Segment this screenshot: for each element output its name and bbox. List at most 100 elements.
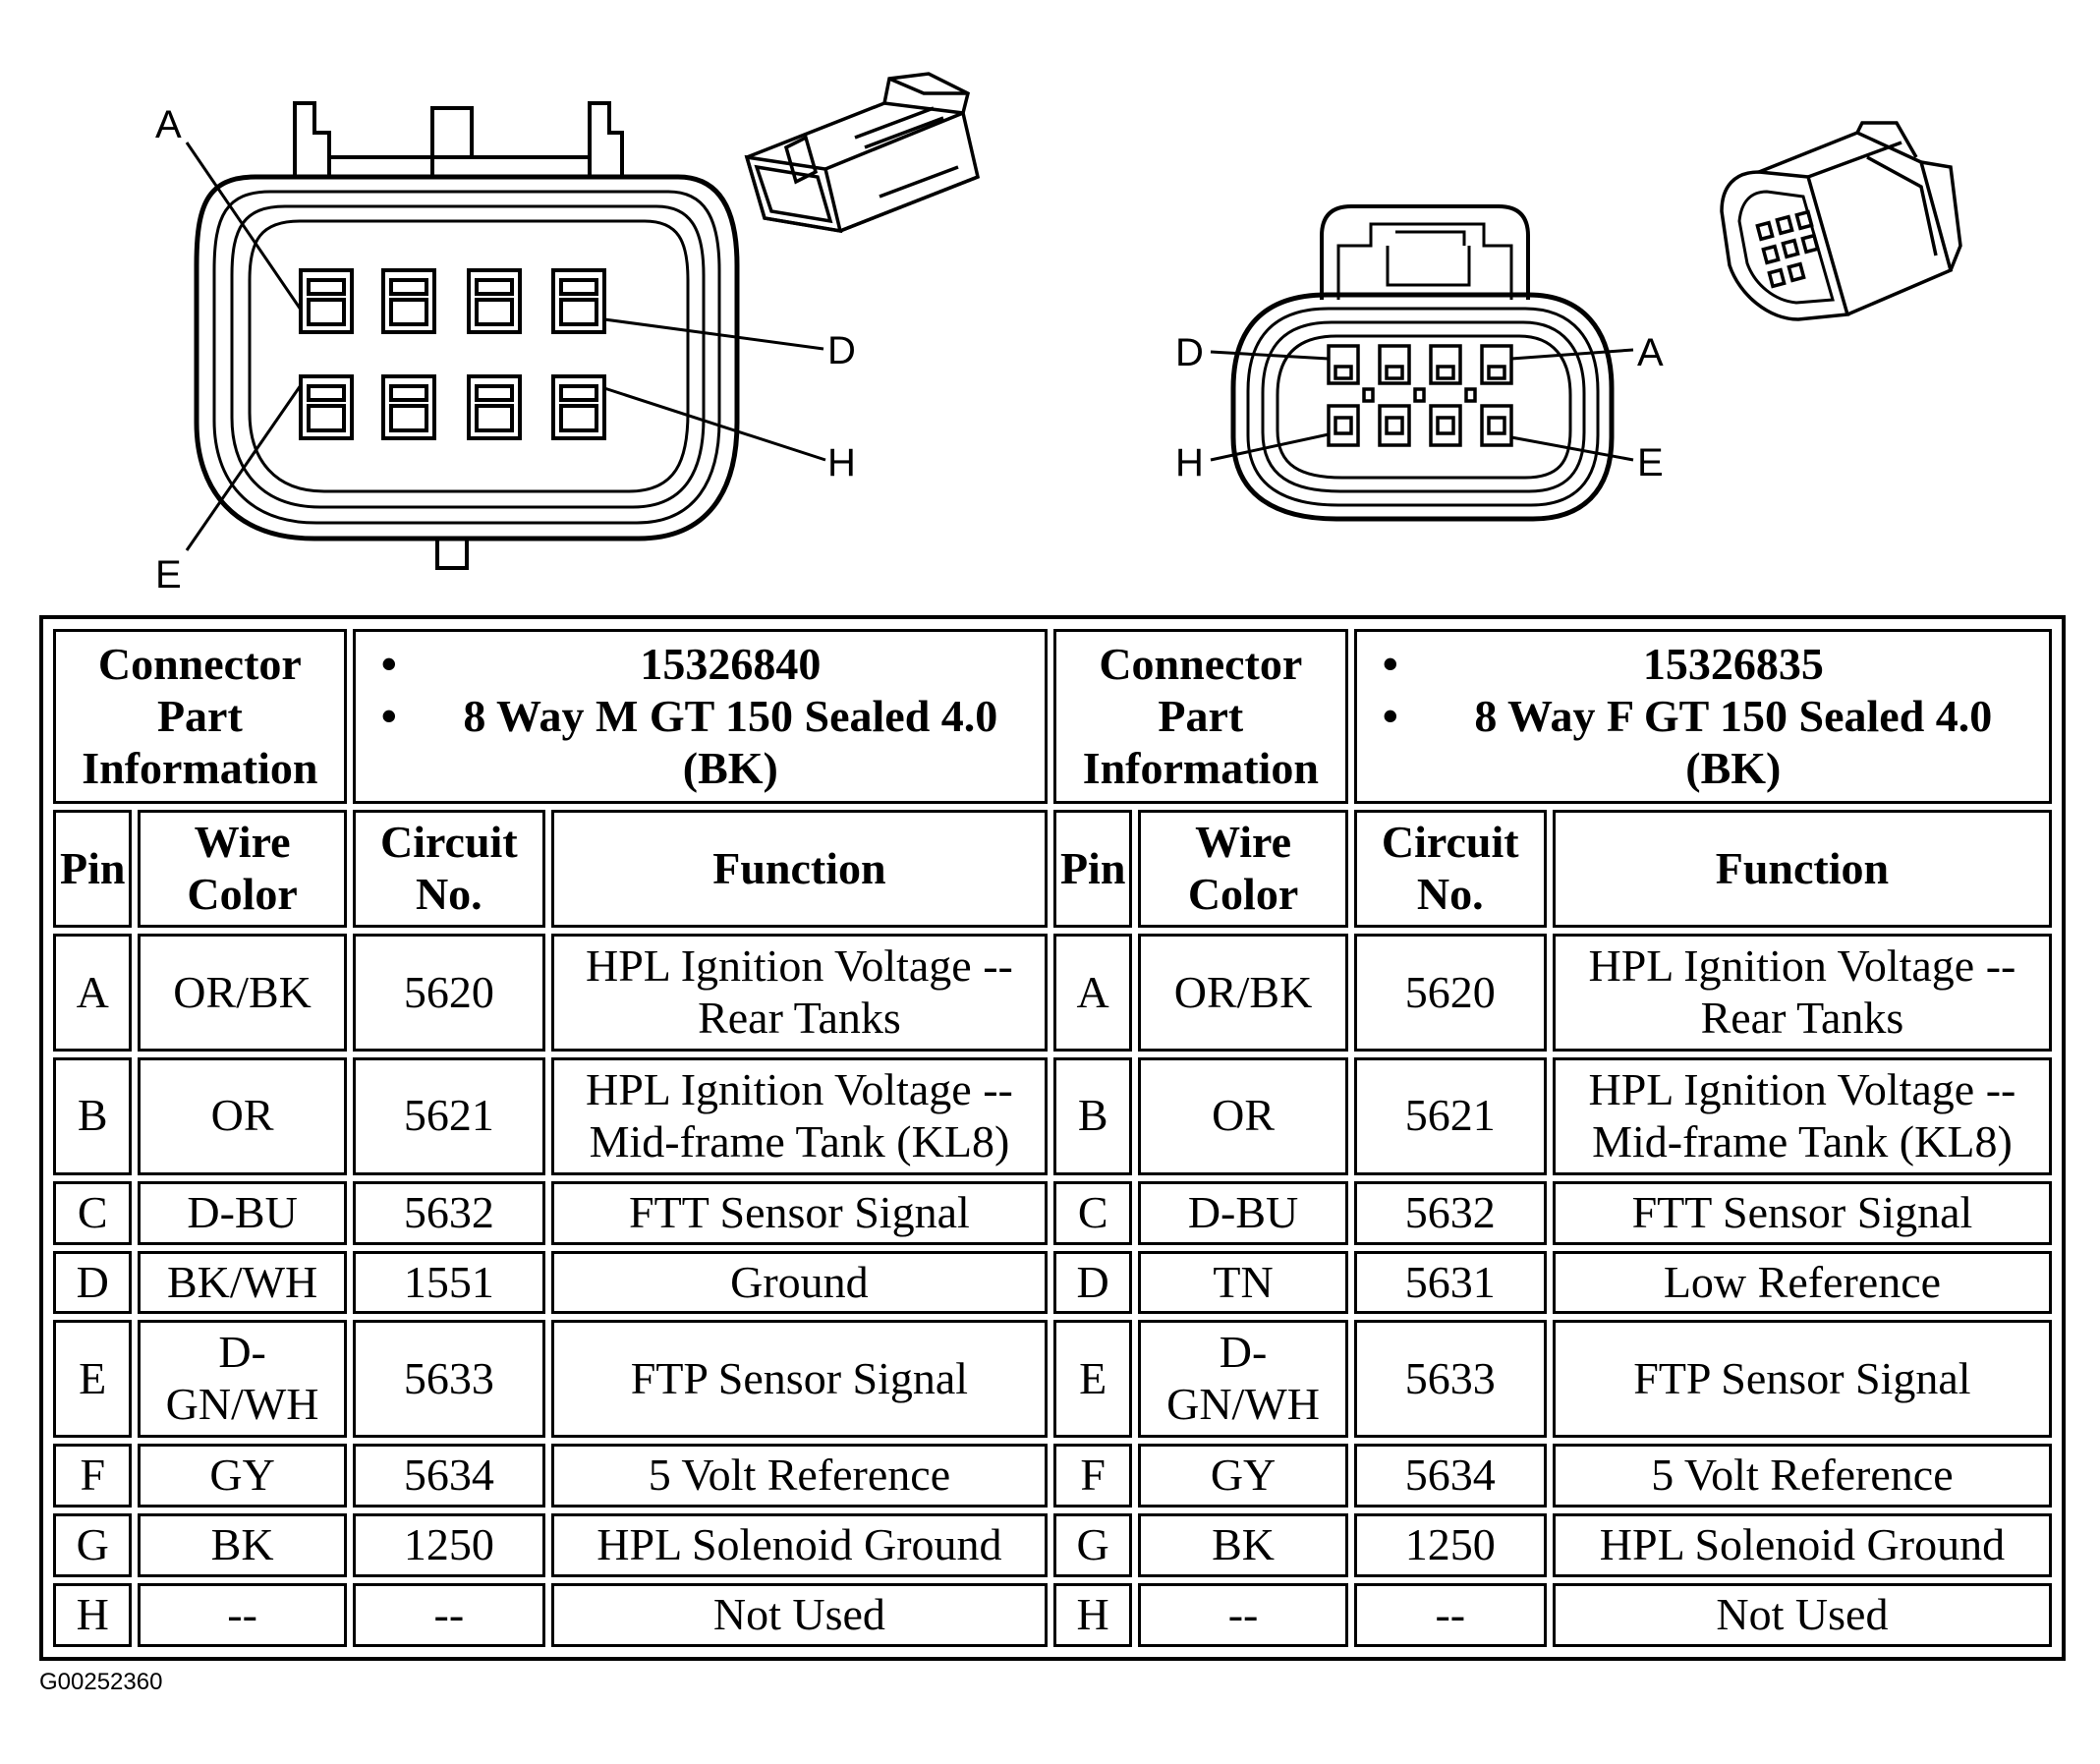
male-connector-3d-illustration [744, 72, 981, 234]
function-cell: Low Reference [1552, 1250, 2052, 1315]
wire-color-cell: D-BU [138, 1180, 347, 1245]
circuit-cell: 1250 [352, 1513, 545, 1578]
col-header-wire-color: Wire Color [1138, 810, 1348, 929]
circuit-cell: 5632 [1353, 1180, 1547, 1245]
circuit-cell: 5621 [1353, 1056, 1547, 1175]
col-header-circuit: Circuit No. [352, 810, 545, 929]
pinout-table: Connector Part Information 15326840 8 Wa… [47, 623, 2058, 1653]
function-cell: HPL Ignition Voltage -- Rear Tanks [550, 934, 1048, 1052]
wire-color-cell: D-GN/WH [138, 1320, 347, 1439]
connector-2-description: 8 Way F GT 150 Sealed 4.0 (BK) [1361, 691, 2045, 795]
pin-cell: C [53, 1180, 133, 1245]
wire-color-cell: OR/BK [1138, 934, 1348, 1052]
function-cell: FTT Sensor Signal [550, 1180, 1048, 1245]
pin-cell: E [1052, 1320, 1133, 1439]
circuit-cell: 5633 [352, 1320, 545, 1439]
function-cell: Not Used [1552, 1583, 2052, 1647]
wire-color-cell: D-BU [1138, 1180, 1348, 1245]
connector-illustrations: A D H E [155, 72, 1962, 597]
female-pin-cavities [1327, 344, 1513, 447]
connector-1-part-number: 15326840 [360, 639, 1041, 691]
connector-1-part-info: 15326840 8 Way M GT 150 Sealed 4.0 (BK) [352, 629, 1048, 805]
wire-color-cell: GY [138, 1444, 347, 1508]
pin-cell: C [1052, 1180, 1133, 1245]
col-header-function: Function [550, 810, 1048, 929]
female-connector-face [1230, 204, 1615, 522]
col-header-pin: Pin [53, 810, 133, 929]
connector-2-part-info-label: Connector Part Information [1052, 629, 1348, 805]
pin-label-e: E [155, 553, 182, 597]
wire-color-cell: BK/WH [138, 1250, 347, 1315]
pinout-table-frame: Connector Part Information 15326840 8 Wa… [39, 615, 2066, 1661]
male-connector-face [194, 101, 740, 570]
pin-label-h: H [1175, 441, 1204, 484]
circuit-cell: 1250 [1353, 1513, 1547, 1578]
female-leader-lines [1210, 348, 1634, 462]
function-cell: HPL Solenoid Ground [1552, 1513, 2052, 1578]
part-info-row: Connector Part Information 15326840 8 Wa… [53, 629, 2052, 805]
function-cell: Not Used [550, 1583, 1048, 1647]
pin-cell: G [1052, 1513, 1133, 1578]
function-cell: 5 Volt Reference [1552, 1444, 2052, 1508]
pin-label-a: A [1637, 331, 1664, 374]
circuit-cell: -- [1353, 1583, 1547, 1647]
circuit-cell: 5631 [1353, 1250, 1547, 1315]
circuit-cell: -- [352, 1583, 545, 1647]
function-cell: FTP Sensor Signal [550, 1320, 1048, 1439]
connector-diagrams: A D H E [0, 0, 2100, 609]
pin-label-d: D [827, 329, 856, 372]
function-cell: FTP Sensor Signal [1552, 1320, 2052, 1439]
function-cell: HPL Ignition Voltage -- Rear Tanks [1552, 934, 2052, 1052]
pin-cell: B [53, 1056, 133, 1175]
wire-color-cell: -- [1138, 1583, 1348, 1647]
pin-cell: G [53, 1513, 133, 1578]
pin-cell: F [1052, 1444, 1133, 1508]
function-cell: 5 Volt Reference [550, 1444, 1048, 1508]
wire-color-cell: TN [1138, 1250, 1348, 1315]
connector-2-part-number: 15326835 [1361, 639, 2045, 691]
circuit-cell: 5620 [1353, 934, 1547, 1052]
male-leader-lines [185, 142, 826, 551]
circuit-cell: 5620 [352, 934, 545, 1052]
pin-cell: B [1052, 1056, 1133, 1175]
col-header-pin: Pin [1052, 810, 1133, 929]
pin-cell: E [53, 1320, 133, 1439]
wire-color-cell: D-GN/WH [1138, 1320, 1348, 1439]
female-connector-3d-illustration [1720, 121, 1962, 321]
function-cell: HPL Ignition Voltage -- Mid-frame Tank (… [1552, 1056, 2052, 1175]
pin-cell: F [53, 1444, 133, 1508]
figure-id: G00252360 [39, 1669, 163, 1695]
circuit-cell: 5633 [1353, 1320, 1547, 1439]
function-cell: HPL Solenoid Ground [550, 1513, 1048, 1578]
wire-color-cell: OR/BK [138, 934, 347, 1052]
wire-color-cell: -- [138, 1583, 347, 1647]
circuit-cell: 5634 [352, 1444, 545, 1508]
connector-1-description: 8 Way M GT 150 Sealed 4.0 (BK) [360, 691, 1041, 795]
pin-label-e: E [1637, 441, 1664, 484]
column-header-row: Pin Wire Color Circuit No. Function Pin … [53, 810, 2052, 929]
pin-cell: A [1052, 934, 1133, 1052]
function-cell: FTT Sensor Signal [1552, 1180, 2052, 1245]
male-pin-cavities [299, 268, 606, 440]
col-header-wire-color: Wire Color [138, 810, 347, 929]
connector-2-part-info: 15326835 8 Way F GT 150 Sealed 4.0 (BK) [1353, 629, 2052, 805]
pin-cell: A [53, 934, 133, 1052]
pin-label-d: D [1175, 331, 1204, 374]
pin-cell: H [53, 1583, 133, 1647]
pin-label-a: A [155, 103, 182, 146]
wire-color-cell: BK [1138, 1513, 1348, 1578]
wire-color-cell: BK [138, 1513, 347, 1578]
wire-color-cell: OR [1138, 1056, 1348, 1175]
pin-label-h: H [827, 441, 856, 484]
female-pin-labels: D A H E [1175, 331, 1664, 484]
pin-cell: H [1052, 1583, 1133, 1647]
col-header-circuit: Circuit No. [1353, 810, 1547, 929]
circuit-cell: 1551 [352, 1250, 545, 1315]
